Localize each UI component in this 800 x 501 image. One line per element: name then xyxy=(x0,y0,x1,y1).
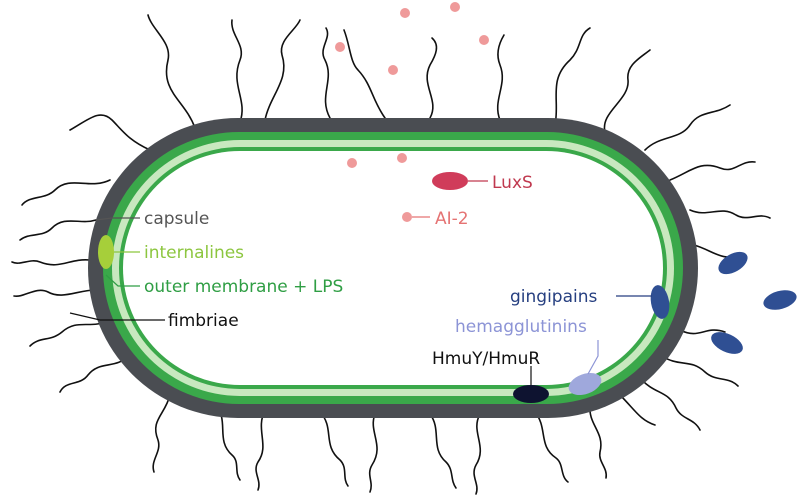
internalines-protein xyxy=(98,235,114,269)
hmuy-protein xyxy=(513,385,549,403)
fimbria xyxy=(255,409,266,491)
fimbria xyxy=(426,37,438,119)
fimbria xyxy=(231,19,243,123)
gingipain-secreted xyxy=(711,332,743,354)
fimbria xyxy=(343,29,386,119)
fimbria xyxy=(554,27,591,126)
fimbria xyxy=(322,27,331,119)
fimbria xyxy=(319,411,349,487)
fimbria xyxy=(603,49,651,133)
capsule-leader xyxy=(95,217,140,221)
fimbria xyxy=(69,114,151,151)
fimbria xyxy=(11,259,91,266)
fimbria xyxy=(679,329,726,335)
hemagglutinins-label: hemagglutinins xyxy=(455,317,587,337)
cytoplasm xyxy=(123,151,663,385)
ai2-dot xyxy=(400,8,410,18)
gingipain-secreted xyxy=(718,251,748,275)
ai2-dot xyxy=(479,35,489,45)
fimbria xyxy=(152,394,171,473)
gingipains-label: gingipains xyxy=(510,287,598,307)
fimbria xyxy=(19,219,97,241)
fimbria xyxy=(13,289,97,297)
fimbria xyxy=(21,179,111,206)
fimbria xyxy=(368,413,378,493)
outer-membrane-label: outer membrane + LPS xyxy=(144,277,343,297)
fimbria xyxy=(619,394,656,426)
outer-membrane-leader xyxy=(105,274,140,287)
fimbria xyxy=(214,404,241,481)
fimbriae-label: fimbriae xyxy=(168,311,239,331)
ai2-dot xyxy=(402,212,412,222)
fimbria xyxy=(264,19,301,121)
hemagglutinin-protein xyxy=(568,372,602,396)
fimbria xyxy=(473,413,481,495)
ai2-dot xyxy=(347,158,357,168)
ai2-dot xyxy=(450,2,460,12)
fimbria xyxy=(496,34,505,121)
ai2-dot xyxy=(335,42,345,52)
fimbria xyxy=(644,104,731,151)
ai2-label: AI-2 xyxy=(435,209,469,229)
fimbria xyxy=(689,209,771,219)
hemagglutinins-leader xyxy=(587,340,599,375)
capsule-label: capsule xyxy=(144,209,209,229)
ai2-dot xyxy=(388,65,398,75)
gingipain-membrane xyxy=(650,285,670,319)
fimbriae xyxy=(11,14,771,495)
luxs-protein xyxy=(432,172,468,190)
fimbria xyxy=(534,411,569,483)
fimbria xyxy=(589,404,608,479)
fimbria xyxy=(639,377,701,431)
luxs-label: LuxS xyxy=(492,173,533,193)
internalines-label: internalines xyxy=(144,243,244,263)
fimbria xyxy=(429,413,457,489)
fimbriae-leader xyxy=(69,312,165,321)
ai2-dot xyxy=(397,153,407,163)
fimbria xyxy=(147,14,196,129)
ai2-molecules xyxy=(335,2,489,222)
hmuy-label: HmuY/HmuR xyxy=(432,349,540,369)
gingipain-secreted xyxy=(763,290,797,310)
fimbria xyxy=(659,354,739,387)
left-leaders xyxy=(69,217,165,321)
fimbria xyxy=(59,354,131,393)
fimbria xyxy=(29,319,111,347)
fimbria xyxy=(669,161,756,181)
